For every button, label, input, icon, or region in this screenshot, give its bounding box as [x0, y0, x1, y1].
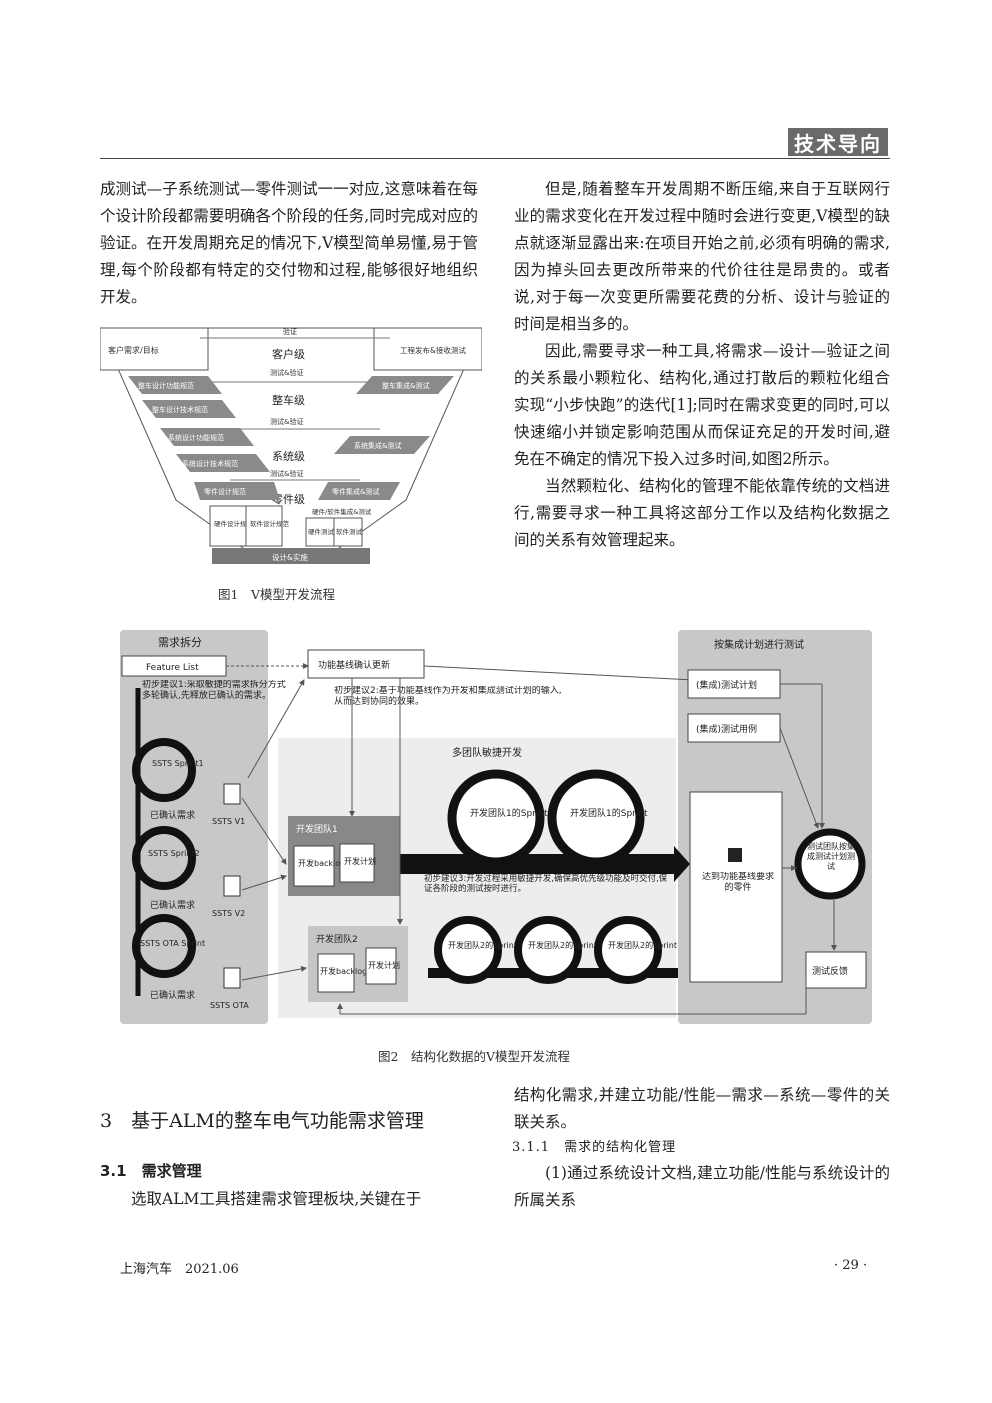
team2-sprint-3: 开发团队2的Sprint — [608, 940, 677, 950]
right-paragraph-3: 当然颗粒化、结构化的管理不能依靠传统的文档进行,需要寻求一种工具将这部分工作以及… — [514, 477, 890, 549]
team-1: 开发团队1 — [296, 823, 338, 835]
v-test-1: 测试&验证 — [270, 368, 303, 377]
v-hw-design: 硬件设计规范 — [214, 519, 254, 528]
confirmed-2: 已确认需求 — [150, 899, 195, 911]
v-hw-test: 硬件测试 — [308, 527, 335, 536]
confirmed-3: 已确认需求 — [150, 989, 195, 1001]
section-tag: 技术导向 — [788, 128, 888, 156]
right-paragraph-2: 因此,需要寻求一种工具,将需求—设计—验证之间的关系最小颗粒化、结构化,通过打散… — [514, 342, 890, 468]
test-title: 按集成计划进行测试 — [714, 638, 804, 651]
v-left-step-3: 系统设计功能规范 — [168, 433, 224, 442]
req-title: 需求拆分 — [158, 635, 202, 649]
section-3-1-heading: 3.1 需求管理 — [100, 1162, 202, 1180]
team2-sprint-1: 开发团队2的Sprint — [448, 940, 517, 950]
right-paragraph-1: 但是,随着整车开发周期不断压缩,来自于互联网行业的需求变化在开发过程中随时会进行… — [514, 180, 890, 333]
doc-ota: SSTS OTA — [210, 1001, 249, 1010]
section-3-1-1-text: (1)通过系统设计文档,建立功能/性能与系统设计的所属关系 — [514, 1164, 890, 1209]
team2-sprint-2: 开发团队2的Sprint — [528, 940, 597, 950]
v-sw-test: 软件测试 — [336, 527, 363, 536]
v-sw-design: 软件设计规范 — [250, 519, 290, 528]
v-right-step-2: 系统集成&测试 — [354, 441, 401, 450]
figure-2-caption: 图2 结构化数据的V模型开发流程 — [378, 1049, 570, 1064]
doc-v1: SSTS V1 — [212, 817, 245, 826]
note-2: 初步建议2:基于功能基线作为开发和集成测试计划的输入,从而达到协同的效果。 — [334, 686, 562, 707]
sprint-2: SSTS Sprint2 — [148, 849, 200, 858]
test-case: (集成)测试用例 — [696, 723, 757, 735]
team1-sprint-2: 开发团队1的Sprint — [570, 807, 648, 819]
footer-journal: 上海汽车 2021.06 — [120, 1262, 239, 1277]
v-left-step-4: 系统设计技术规范 — [182, 459, 238, 468]
v-left-step-5: 零件设计规范 — [204, 487, 246, 496]
v-level-4: 零件级 — [272, 493, 305, 506]
note-1: 初步建议1:采取敏捷的需求拆分方式多轮确认,先释放已确认的需求。 — [142, 680, 286, 701]
agile-label: 多团队敏捷开发 — [452, 746, 522, 759]
header-rule — [100, 158, 890, 159]
v-test-2: 测试&验证 — [270, 417, 303, 426]
test-plan: (集成)测试计划 — [696, 679, 757, 691]
v-level-3: 系统级 — [272, 450, 305, 463]
feature-list: Feature List — [146, 663, 199, 673]
figure-1-caption: 图1 V模型开发流程 — [218, 587, 335, 602]
confirmed-1: 已确认需求 — [150, 809, 195, 821]
team-2: 开发团队2 — [316, 933, 358, 945]
test-feedback: 测试反馈 — [812, 965, 848, 977]
v-left-step-2: 整车设计技术规范 — [152, 405, 208, 414]
team1-sprint-1: 开发团队1的Sprint — [470, 807, 548, 819]
figure-1-v-model: 客户需求/目标 工程发布&接收测试 验证 客户级 整车级 系统级 零件级 测试&… — [100, 327, 482, 564]
v-test-3: 测试&验证 — [270, 469, 303, 478]
right-bottom-text: 结构化需求,并建立功能/性能—需求—系统—零件的关联关系。 — [514, 1086, 890, 1131]
figure-2-structured-v-model: 需求拆分 Feature List 初步建议1:采取敏捷的需求拆分方式多轮确认,… — [120, 630, 872, 1024]
team1-backlog: 开发backlog — [298, 858, 345, 868]
v-left-step-1: 整车设计功能规范 — [138, 381, 194, 390]
test-team: 测试团队按集成测试计划测试 — [807, 842, 855, 871]
v-right-step-1: 整车集成&测试 — [382, 381, 429, 390]
v-left-top: 客户需求/目标 — [108, 345, 159, 355]
left-paragraph: 成测试—子系统测试—零件测试一一对应,这意味着在每个设计阶段都需要明确各个阶段的… — [100, 180, 478, 306]
team2-plan: 开发计划 — [368, 960, 400, 970]
team2-backlog: 开发backlog — [320, 966, 367, 976]
v-level-2: 整车级 — [272, 393, 305, 407]
doc-v2: SSTS V2 — [212, 909, 245, 918]
v-top-label: 验证 — [283, 327, 297, 336]
v-right-step-3: 零件集成&测试 — [332, 487, 379, 496]
note-3: 初步建议3:开发过程采用敏捷开发,确保高优先级功能及时交付,保证各阶段的测试按时… — [424, 874, 668, 894]
v-right-top: 工程发布&接收测试 — [400, 345, 466, 355]
section-3-heading: 3 基于ALM的整车电气功能需求管理 — [100, 1110, 424, 1132]
target-parts: 达到功能基线要求的零件 — [701, 872, 774, 893]
team1-plan: 开发计划 — [344, 856, 376, 866]
v-level-1: 客户级 — [272, 347, 305, 361]
sprint-3: SSTS OTA Sprint — [140, 939, 205, 948]
section-3-1-text: 选取ALM工具搭建需求管理板块,关键在于 — [131, 1190, 422, 1208]
v-right-step-4: 硬件/软件集成&测试 — [312, 507, 372, 516]
footer-page: · 29 · — [834, 1258, 868, 1273]
v-bottom: 设计&实施 — [272, 552, 308, 562]
func-baseline: 功能基线确认更新 — [318, 659, 390, 671]
section-3-1-1-heading: 3.1.1 需求的结构化管理 — [512, 1140, 677, 1155]
sprint-1: SSTS Sprint1 — [152, 759, 204, 768]
right-column-text: 但是,随着整车开发周期不断压缩,来自于互联网行业的需求变化在开发过程中随时会进行… — [514, 176, 890, 554]
left-column-text: 成测试—子系统测试—零件测试一一对应,这意味着在每个设计阶段都需要明确各个阶段的… — [100, 176, 478, 311]
